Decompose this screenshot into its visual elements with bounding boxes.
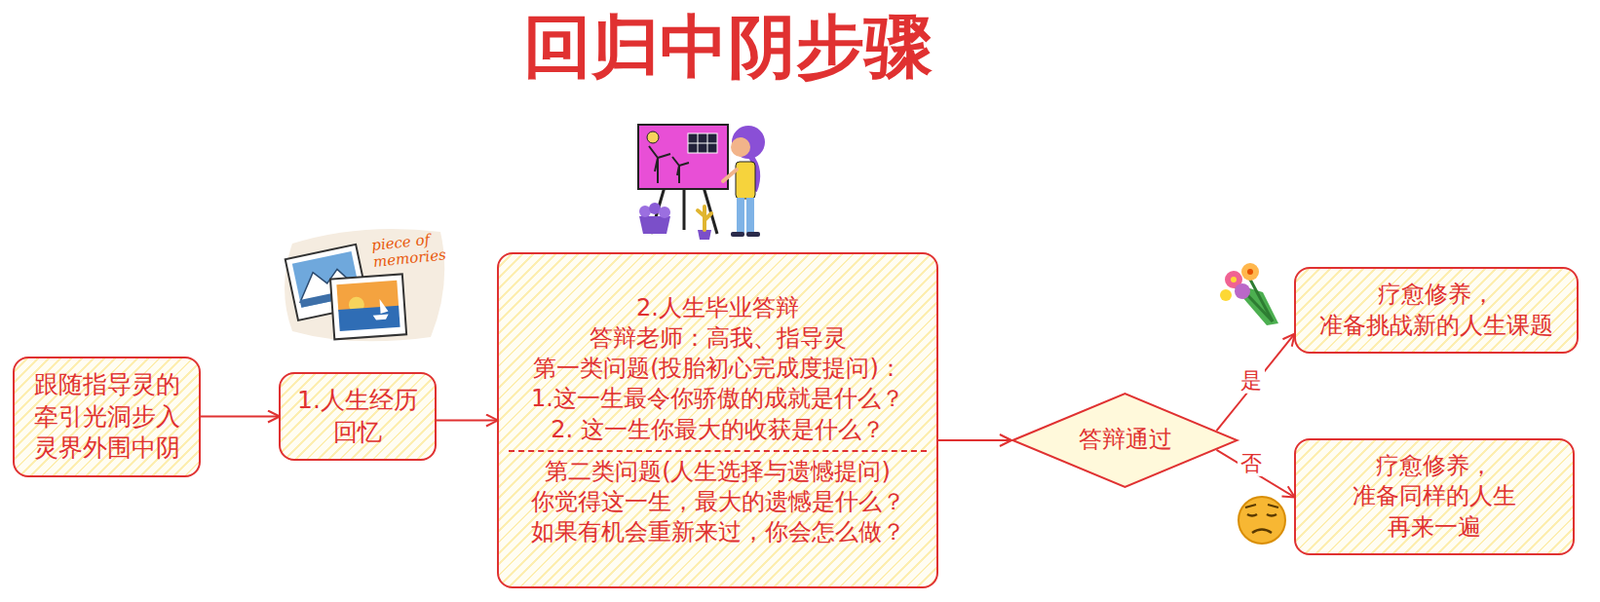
sad-emoji [1238,496,1286,544]
sad-emoji [1266,514,1277,517]
presenter-illustration [730,137,751,157]
presenter-illustration [746,197,755,233]
box-text: 答辩老师：高我、指导灵 [589,323,847,354]
box-text: 如果有机会重新来过，你会怎么做？ [531,517,906,548]
flow-arrow [1217,334,1296,431]
presenter-illustration [687,143,718,145]
process-box: 跟随指导灵的 牵引光洞步入 灵界外围中阴 [12,356,201,478]
presenter-illustration [683,187,686,230]
memories-sticker [330,273,407,340]
flow-arrow [1217,450,1296,497]
presenter-illustration [735,161,756,199]
presenter-illustration [697,206,712,230]
presenter-illustration [736,197,745,233]
presenter-illustration [648,146,671,172]
edge-label: 是 [1237,368,1265,394]
bouquet-emoji [1219,263,1279,326]
bouquet-emoji [1247,268,1254,275]
process-box: 1.人生经历 回忆 [278,372,437,461]
box-text: 第二类问题(人生选择与遗憾提问) [544,457,891,488]
process-box: 疗愈修养， 准备挑战新的人生课题 [1294,266,1579,354]
bouquet-emoji [1219,289,1232,302]
diamond-outline [1012,393,1237,488]
decision-diamond: 答辩通过 [1010,392,1240,489]
presenter-illustration [723,169,737,182]
presenter-illustration [746,231,761,237]
box-text: 疗愈修养， 准备同样的人生 再来一遍 [1305,451,1563,543]
box-text: 1.人生经历 回忆 [290,384,425,449]
presenter-illustration [638,124,765,240]
sad-emoji [1245,504,1279,508]
box-text: 疗愈修养， 准备挑战新的人生课题 [1305,279,1567,341]
box-text: 第一类问题(投胎初心完成度提问)： [533,353,903,384]
sad-emoji [1247,514,1258,517]
memories-sticker [373,314,389,321]
memories-sticker [380,299,389,315]
presenter-illustration [639,216,671,234]
bouquet-emoji [1234,283,1251,300]
box-text: 跟随指导灵的 牵引光洞步入 灵界外围中阴 [24,369,190,465]
presenter-illustration [638,124,728,190]
box-text: 2.人生毕业答辩 [636,293,800,324]
bouquet-emoji [1249,277,1273,322]
flow-arrow [200,416,279,419]
box-text: 你觉得这一生，最大的遗憾是什么？ [531,487,906,518]
presenter-illustration [647,131,659,144]
process-box: 疗愈修养， 准备同样的人生 再来一遍 [1294,438,1575,556]
presenter-illustration [672,156,689,176]
memories-sticker [330,273,407,340]
edge-label: 否 [1237,451,1265,477]
presenter-illustration [731,125,765,159]
bouquet-emoji [1230,276,1237,283]
sad-emoji [1238,496,1286,544]
diagram-title: 回归中阴步骤 [386,5,1069,88]
process-box: 2.人生毕业答辩答辩老师：高我、指导灵第一类问题(投胎初心完成度提问)：1.这一… [496,252,939,589]
sad-emoji [1252,530,1272,534]
memories-sticker [338,305,400,332]
flow-arrow [436,419,497,422]
presenter-illustration [730,231,745,237]
presenter-illustration [687,133,718,153]
box-text: 答辩通过 [1078,424,1173,456]
presenter-illustration [658,206,671,219]
bouquet-emoji [1241,263,1259,281]
section-divider [508,450,927,453]
box-text: 1.这一生最令你骄傲的成就是什么？ [531,383,905,415]
box-text: 2. 这一生你最大的收获是什么？ [550,415,885,446]
flow-arrow [938,439,1011,442]
